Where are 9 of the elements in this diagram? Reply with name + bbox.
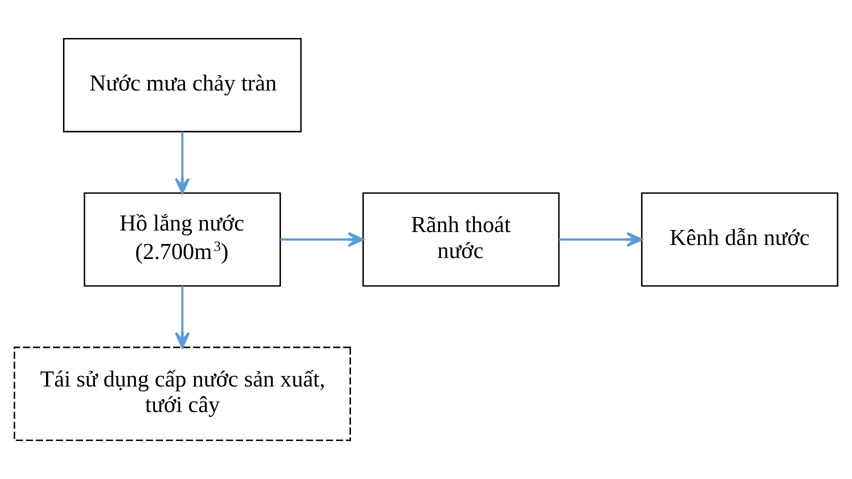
- node-box: Nước mưa chảy tràn: [63, 38, 302, 132]
- arrow: [558, 232, 643, 247]
- node-box: Hồ lắng nước (2.700m$^{3}$): [84, 192, 281, 287]
- arrow: [174, 132, 190, 194]
- arrow: [174, 286, 190, 348]
- arrow: [280, 232, 364, 247]
- node-box: Kênh dẫn nước: [641, 192, 838, 287]
- node-box: Rãnh thoát nước: [362, 192, 560, 287]
- node-box: Tái sử dụng cấp nước sản xuất, tưới cây: [14, 346, 351, 441]
